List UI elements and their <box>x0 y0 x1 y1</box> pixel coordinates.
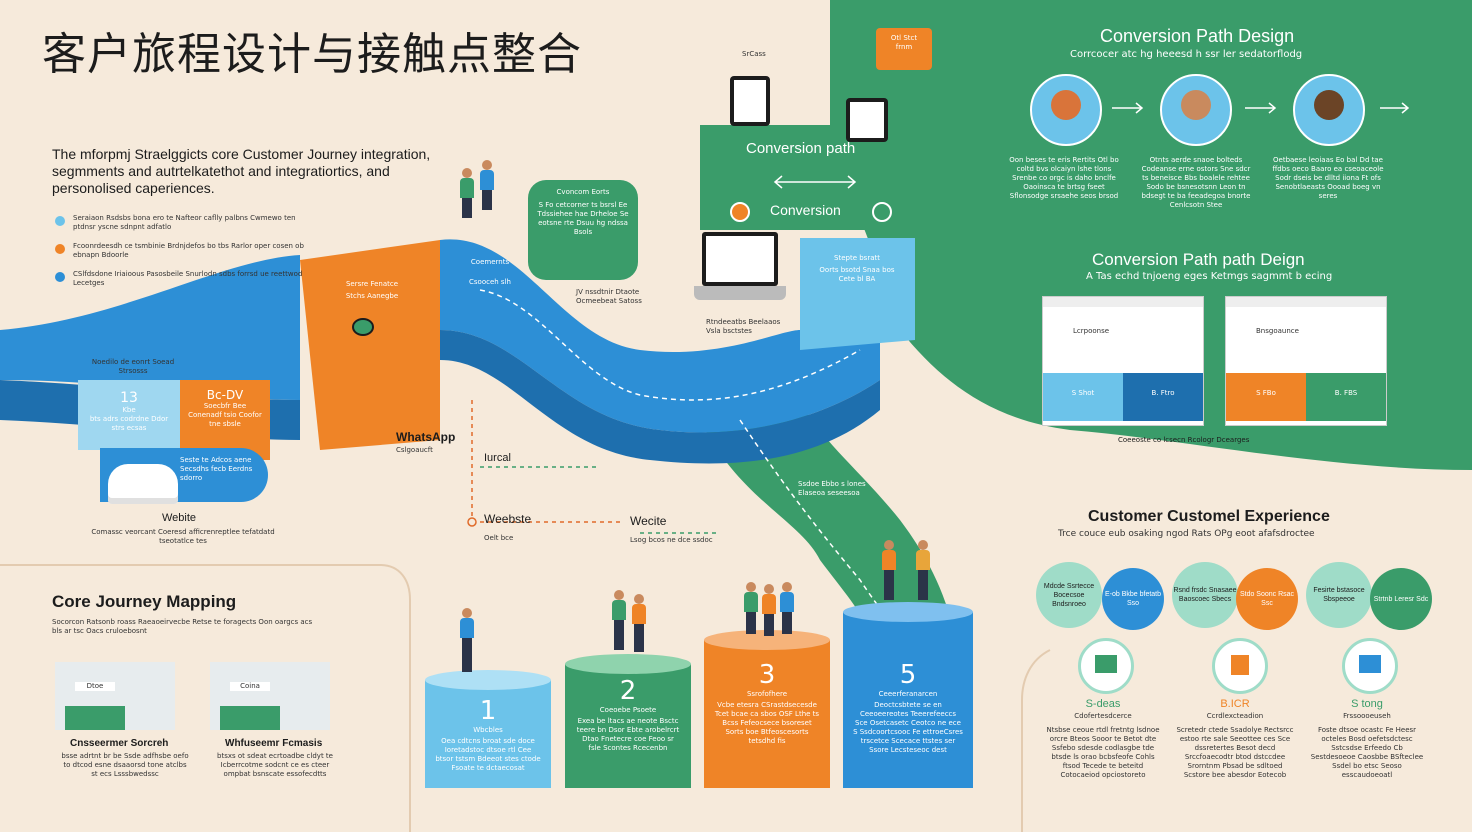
avatar <box>1030 74 1102 146</box>
avatar <box>1293 74 1365 146</box>
person-figure <box>460 168 474 218</box>
avatar <box>1160 74 1232 146</box>
experience-title: Customer Customel Experience <box>1088 508 1330 525</box>
light-blue-title: Stepte bsratt <box>834 254 880 262</box>
experience-bubble: Strtnb Leresr Sdc <box>1370 568 1432 630</box>
light-blue-body: Oorts bsotd Snaa bos Cete bl BA <box>819 266 895 283</box>
website-caption-body: Comassc veorcant Coeresd afficrenreptlee… <box>91 528 275 545</box>
intro-bullets: Seraiaon Rsdsbs bona ero te Nafteor cafl… <box>55 214 315 288</box>
blue-card: 13 Kbe bts adrs codrdne Ddor strs ecsas <box>78 380 180 450</box>
person-figure <box>480 160 494 210</box>
comments-title: Coemernts <box>470 258 510 266</box>
orange-note: Otl Stct frnm <box>876 28 932 70</box>
mapping-label: Whfuseemr Fcmasis <box>225 738 323 749</box>
mapping-label: Cnsseermer Sorcreh <box>70 738 169 749</box>
cup-icon <box>1212 638 1268 694</box>
intro-bullet: CSlfdsdone Iriaioous Pasosbeile Snurlodn… <box>55 270 315 288</box>
experience-subtitle: Trce couce eub osaking ngod Rats OPg eoo… <box>1058 529 1315 539</box>
conversion-header: Conversion Path Design <box>1100 26 1295 46</box>
comments-body: Csooceh slh <box>469 278 511 286</box>
conversion-path-label: Conversion path <box>746 140 856 157</box>
conversion-subheader: Corrcocer atc hg heeesd h ssr ler sedato… <box>1070 49 1303 60</box>
persona-text: Otnts aerde snaoe bolteds Codeanse erne … <box>1141 156 1251 209</box>
core-mapping-title: Core Journey Mapping <box>52 592 237 611</box>
info-dot-icon <box>55 272 65 282</box>
light-blue-block <box>800 238 915 350</box>
podium-1: 1 Wbcbles Oea cdtcns broat sde doce Iore… <box>435 696 541 772</box>
device-icon <box>1342 638 1398 694</box>
blue-curve-ribbon <box>440 239 880 433</box>
screens-footer: Coeeoste co lcsecn Rcologr Dcearges <box>1118 436 1250 444</box>
intro-bullet: Seraiaon Rsdsbs bona ero te Nafteor cafl… <box>55 214 315 232</box>
person-figure <box>762 584 776 636</box>
experience-bubble: Rsnd frsdc Snasaee Baoscoec Sbecs <box>1172 562 1238 628</box>
page-title: 客户旅程设计与接触点整合 <box>42 29 582 80</box>
top-tag-label: SrCass <box>742 50 766 58</box>
core-mapping-subtitle: Socorcon Ratsonb roass Raeaoeirvecbe Ret… <box>52 618 313 635</box>
experience-label: S tong <box>1351 698 1383 710</box>
store-illustration: Coina <box>210 662 330 730</box>
info-dot-icon <box>55 216 65 226</box>
mapping-body: btsxs ot sdeat ecrtoadbe cldyt te Icberr… <box>217 752 333 778</box>
persona-text: Oon beses te eris Rertits Otl bo coltd b… <box>1009 156 1119 200</box>
person-figure <box>460 608 474 672</box>
screen-mockup: Bnsgoaunce S FBo B. FBS <box>1225 296 1387 426</box>
podium-3: 3 Ssrofofhere Vcbe etesra CSrastdsecesde… <box>714 660 820 745</box>
conversion-header-2: Conversion Path path Deign <box>1092 250 1305 269</box>
channel-iurcal: Iurcal <box>484 452 511 464</box>
podium-2: 2 Coeoebe Psoete Exea be ltacs ae neote … <box>576 676 680 752</box>
orange-ribbon-block <box>300 240 440 450</box>
tablet-icon <box>846 98 888 142</box>
experience-body: Foste dtsoe ocastc Fe Heesr octeles Bosd… <box>1310 726 1424 779</box>
handshake-icon <box>108 464 178 504</box>
experience-bubble: Fesirte bstasoce Sbspeeoe <box>1306 562 1372 628</box>
person-figure <box>612 590 626 650</box>
experience-label: S-deas <box>1085 698 1121 710</box>
experience-bubble: E-ob Bkbe bfetatb Sso <box>1102 568 1164 630</box>
experience-body: Ntsbse ceoue rtdl fretntg lsdnoe orcre B… <box>1046 726 1160 779</box>
device-note: Rtndeeatbs Beelaaos Vsla bsctstes <box>706 318 781 335</box>
intro-text: The mforpmj Straelggicts core Customer J… <box>52 146 431 196</box>
experience-label: B.ICR <box>1220 698 1250 710</box>
channel-whatsapp: WhatsApp <box>396 430 456 444</box>
person-figure <box>744 582 758 634</box>
green-path <box>700 400 960 660</box>
experience-bubble: Mdcde Ssrtecce Bocecsoe Bndsnroeo <box>1036 562 1102 628</box>
intro-bullet: Fcoonrdeesdh ce tsmbinie Brdnjdefos bo t… <box>55 242 315 260</box>
conversion-label: Conversion <box>770 202 841 218</box>
person-figure <box>632 594 646 652</box>
mapping-body: bsse adrtnt br be Ssde adfhsbe oefo to d… <box>61 752 189 778</box>
screen-mockup: Lcrpoonse S Shot B. Ftro <box>1042 296 1204 426</box>
orange-dot-icon <box>730 202 750 222</box>
store-illustration: Dtoe <box>55 662 175 730</box>
shop-icon <box>1078 638 1134 694</box>
orange-block-title: Sersre Fenatce <box>345 280 399 288</box>
person-figure <box>882 540 896 600</box>
person-figure <box>780 582 794 634</box>
channel-weebste: Weebste <box>484 512 532 526</box>
info-dot-icon <box>55 244 65 254</box>
website-caption-title: Webite <box>162 512 197 524</box>
whatsapp-note: JV nssdtnir Dtaote Ocmeebeat Satoss <box>576 288 642 305</box>
orange-card: Bc-DV Soecbfr Bee Conenadf tsio Coofor t… <box>180 380 270 460</box>
path-note: Ssdoe Ebbo s lones Elaseoa seseesoa <box>798 480 866 497</box>
tablet-icon <box>730 76 770 126</box>
person-figure <box>916 540 930 600</box>
orange-block-body: Stchs Aanegbe <box>345 292 399 300</box>
laptop-icon <box>702 232 778 286</box>
green-dot-icon <box>872 202 892 222</box>
experience-bubble: Stdo Soonc Rsac Ssc <box>1236 568 1298 630</box>
blue-ribbon-left <box>0 255 300 400</box>
channel-wecite: Wecite <box>630 514 667 528</box>
conversion-subheader-2: A Tas echd tnjoeng eges Ketmgs sagmmt b … <box>1086 271 1333 282</box>
green-speech-bubble: Cvoncom Eorts S Fo cetcorner ts bsrsl Ee… <box>528 180 638 280</box>
experience-body: Scretedr ctede Ssadolye Rectsrcc estoo r… <box>1176 726 1294 779</box>
box-top-label: Noedilo de eonrt Soead Strsosss <box>91 358 175 375</box>
persona-text: Oetbaese leoiaas Eo bal Dd tae ffdbs oec… <box>1272 156 1384 200</box>
eye-icon <box>352 318 374 336</box>
podium-4: 5 Ceeerferanarcen Deoctcsbtete se en Cee… <box>853 660 963 754</box>
